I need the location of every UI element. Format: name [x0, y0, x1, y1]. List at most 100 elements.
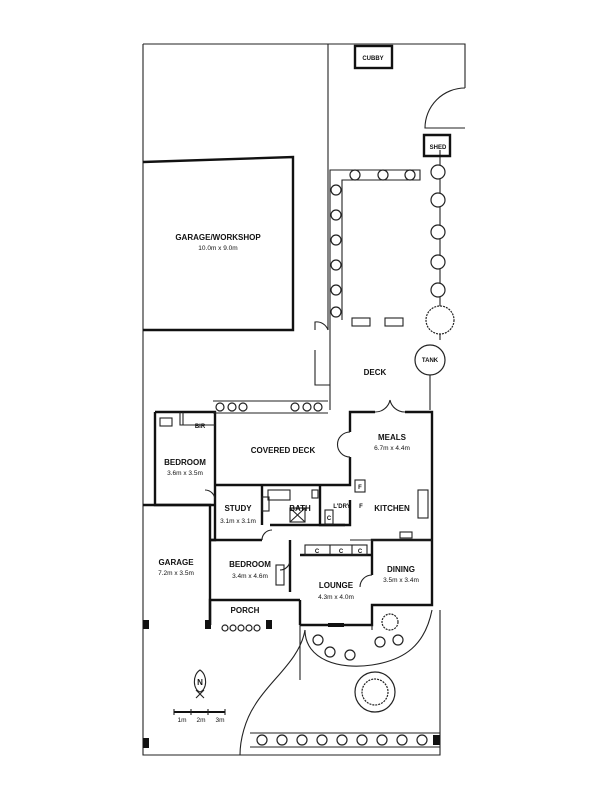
- circle-mark: [312, 634, 324, 646]
- plan-fixtures-cupboard-label: C: [315, 549, 320, 555]
- circle-mark: [374, 636, 386, 648]
- deck-circles-row: [213, 400, 328, 414]
- path-mark: [210, 523, 432, 625]
- path-mark: [314, 321, 431, 410]
- plan-rooms-bedroom2-size-label: 3.4m x 4.6m: [232, 573, 268, 580]
- rect-mark: [311, 489, 319, 499]
- circle-mark: [330, 306, 342, 318]
- circle-mark: [237, 624, 245, 632]
- circle-mark: [330, 184, 342, 196]
- path-mark: [424, 87, 466, 129]
- path-mark: [142, 43, 466, 756]
- path-mark: [173, 709, 226, 715]
- plan-north-label: N: [197, 678, 203, 687]
- plan-rooms-meals-size-label: 6.7m x 4.4m: [374, 445, 410, 452]
- circle-mark: [276, 734, 288, 746]
- plan-rooms-covered_deck-name-label: COVERED DECK: [251, 446, 316, 455]
- rect-mark: [205, 620, 211, 629]
- plan-fixtures-cupboard-label: C: [327, 516, 332, 522]
- rect-mark: [266, 620, 272, 629]
- circle-mark: [324, 646, 336, 658]
- cupboards: C C C C F F: [304, 479, 368, 556]
- path-mark: [289, 507, 306, 523]
- plan-fixtures-fridge-label: F: [359, 504, 363, 510]
- plan-rooms-bir-name-label: BIR: [195, 424, 206, 430]
- path-mark: [299, 625, 373, 680]
- circle-mark: [302, 402, 312, 412]
- circle-mark: [430, 254, 446, 270]
- deck: DECK: [314, 321, 431, 410]
- plan-rooms-shed-name-label: SHED: [430, 145, 447, 151]
- plan-rooms-lounge-size-label: 4.3m x 4.0m: [318, 594, 354, 601]
- north-arrow-icon: N: [193, 669, 207, 699]
- plan-scale-1-label: 2m: [196, 717, 205, 724]
- circle-mark: [316, 734, 328, 746]
- circle-mark: [416, 734, 428, 746]
- circle-mark: [253, 624, 261, 632]
- rect-mark: [328, 623, 344, 627]
- plan-rooms-study-size-label: 3.1m x 3.1m: [220, 518, 256, 525]
- circle-mark: [330, 234, 342, 246]
- circle-mark: [376, 734, 388, 746]
- plan-rooms-tank-name-label: TANK: [422, 358, 439, 364]
- rect-mark: [354, 479, 366, 493]
- path-mark: [239, 629, 306, 756]
- water-tank: TANK: [414, 344, 446, 376]
- front-garden: [143, 609, 440, 756]
- circle-mark: [356, 734, 368, 746]
- path-mark: [193, 669, 207, 693]
- plan-rooms-dining-name-label: DINING: [387, 565, 415, 574]
- rect-mark: [304, 544, 368, 556]
- shrub-circles: [330, 164, 455, 335]
- path-mark: [213, 400, 328, 414]
- house: C C C C F F BIR BEDROOM 3.6m x 3.5m COVE…: [143, 399, 434, 680]
- plan-rooms-garage_workshop-name-label: GARAGE/WORKSHOP: [175, 233, 261, 242]
- scale-bar: 1m 2m 3m: [173, 709, 226, 724]
- rect-mark: [324, 509, 334, 525]
- plan-rooms-study-name-label: STUDY: [224, 504, 252, 513]
- rect-mark: [275, 564, 285, 586]
- circle-mark: [430, 164, 446, 180]
- rect-mark: [384, 317, 404, 327]
- circle-mark: [256, 734, 268, 746]
- plan-rooms-bedroom2-name-label: BEDROOM: [229, 560, 271, 569]
- plan-rooms-bath-name-label: BATH: [289, 504, 311, 513]
- circle-mark: [313, 402, 323, 412]
- circle-mark: [245, 624, 253, 632]
- rect-mark: [399, 531, 413, 539]
- circle-mark: [215, 402, 225, 412]
- circle-mark: [296, 734, 308, 746]
- plan-rooms-cubby-name-label: CUBBY: [362, 56, 383, 62]
- plan-rooms-garage-name-label: GARAGE: [158, 558, 194, 567]
- circle-mark: [349, 169, 361, 181]
- circle-mark: [377, 169, 389, 181]
- path-mark: [195, 689, 205, 699]
- plan-fixtures-cupboard-label: C: [358, 549, 363, 555]
- plan-scale-2-label: 3m: [215, 717, 224, 724]
- circle-mark: [227, 402, 237, 412]
- circle-mark: [330, 209, 342, 221]
- circle-mark: [238, 402, 248, 412]
- garden-bed: [329, 164, 455, 335]
- path-mark: [179, 412, 432, 541]
- plan-rooms-garage_workshop-size-label: 10.0m x 9.0m: [198, 245, 237, 252]
- plan-rooms-deck-name-label: DECK: [364, 368, 387, 377]
- rect-mark: [267, 489, 291, 501]
- circle-mark: [229, 624, 237, 632]
- path-mark: [304, 609, 433, 667]
- circle-mark: [330, 259, 342, 271]
- circle-mark: [290, 402, 300, 412]
- rect-mark: [353, 44, 394, 70]
- site-boundary: [142, 43, 466, 756]
- rect-mark: [351, 317, 371, 327]
- plan-fixtures-fridge-label: F: [358, 485, 362, 491]
- rect-mark: [159, 417, 173, 427]
- rect-mark: [261, 496, 270, 512]
- plan-fixtures-cupboard-label: C: [339, 549, 344, 555]
- plan-rooms-lounge-name-label: LOUNGE: [319, 581, 354, 590]
- plan-scale-0-label: 1m: [177, 717, 186, 724]
- rect-mark: [289, 507, 306, 523]
- circle-mark: [425, 305, 455, 335]
- porch-circles: [221, 624, 261, 632]
